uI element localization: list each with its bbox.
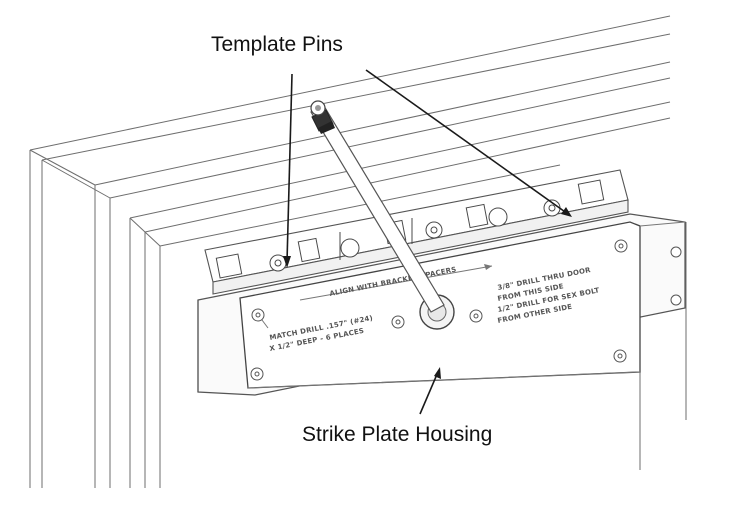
plate-mounting-holes: [250, 239, 682, 381]
strike-plate-housing-label: Strike Plate Housing: [302, 423, 493, 446]
drill-bit: [310, 100, 445, 313]
pin-leader-left: [286, 73, 293, 263]
alignment-arrow: [299, 265, 493, 301]
template-pins-label: Template Pins: [211, 33, 343, 56]
callout-leaders: [286, 69, 569, 415]
housing-leader: [419, 371, 439, 415]
leader-arrowheads: [283, 207, 572, 379]
pin-leader-right: [365, 69, 569, 215]
